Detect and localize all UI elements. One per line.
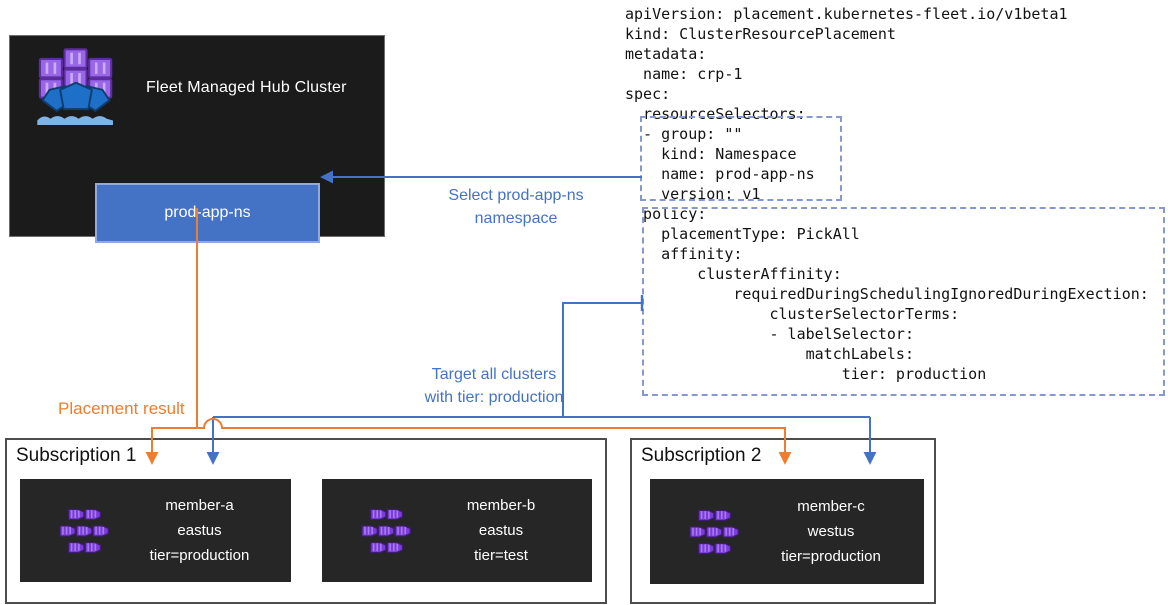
member-b-tier: tier=test — [474, 547, 528, 564]
hub-title: Fleet Managed Hub Cluster — [146, 79, 347, 96]
member-c-box: member-c westus tier=production — [650, 479, 924, 584]
member-b-text: member-b eastus tier=test — [424, 493, 592, 568]
yaml-line: - group: "" — [625, 125, 743, 143]
subscription-1-box: Subscription 1 member-a eastus tier=prod… — [5, 438, 607, 604]
member-a-text: member-a eastus tier=production — [122, 493, 291, 568]
subscription-1-title: Subscription 1 — [16, 445, 137, 466]
select-namespace-line1: Select prod-app-ns — [448, 187, 584, 204]
yaml-line: resourceSelectors: — [625, 105, 806, 123]
select-namespace-line2: namespace — [474, 210, 558, 227]
yaml-line: clusterSelectorTerms: — [625, 305, 960, 323]
placement-result-label: Placement result — [58, 399, 185, 418]
target-clusters-line2: with tier: production — [424, 389, 564, 406]
yaml-line: matchLabels: — [625, 345, 914, 363]
member-c-text: member-c westus tier=production — [752, 494, 924, 569]
subscription-2-box: Subscription 2 member-c westus tier=prod… — [630, 438, 936, 604]
member-b-box: member-b eastus tier=test — [322, 479, 592, 582]
member-a-tier: tier=production — [149, 547, 250, 564]
select-namespace-label: Select prod-app-ns namespace — [421, 184, 611, 230]
yaml-line: apiVersion: placement.kubernetes-fleet.i… — [625, 5, 1068, 23]
yaml-line: kind: ClusterResourcePlacement — [625, 25, 896, 43]
member-c-name: member-c — [797, 498, 865, 515]
fleet-hub-ship-icon — [32, 44, 120, 132]
yaml-line: placementType: PickAll — [625, 225, 860, 243]
yaml-line: metadata: — [625, 45, 707, 63]
hub-cluster-box: Fleet Managed Hub Cluster prod-app-ns — [9, 35, 385, 243]
yaml-line: affinity: — [625, 245, 743, 263]
yaml-line: name: prod-app-ns — [625, 165, 815, 183]
member-cluster-icon — [680, 496, 752, 568]
hub-header: Fleet Managed Hub Cluster — [32, 44, 347, 132]
member-cluster-icon — [50, 495, 122, 567]
yaml-line: - labelSelector: — [625, 325, 914, 343]
member-a-region: eastus — [177, 522, 222, 539]
yaml-manifest: apiVersion: placement.kubernetes-fleet.i… — [625, 4, 1149, 384]
yaml-line: tier: production — [625, 365, 987, 383]
resource-selector-dashed-box — [640, 116, 842, 201]
prod-app-ns-box: prod-app-ns — [95, 183, 320, 243]
prod-app-ns-label: prod-app-ns — [164, 204, 251, 221]
member-b-region: eastus — [478, 522, 524, 539]
subscription-2-title: Subscription 2 — [641, 445, 762, 466]
yaml-line: version: v1 — [625, 185, 761, 203]
target-clusters-line1: Target all clusters — [431, 366, 557, 383]
yaml-line: policy: — [625, 205, 707, 223]
member-a-box: member-a eastus tier=production — [20, 479, 291, 582]
yaml-line: name: crp-1 — [625, 65, 743, 83]
member-a-name: member-a — [165, 497, 234, 514]
yaml-line: requiredDuringSchedulingIgnoredDuringExe… — [625, 285, 1149, 303]
target-clusters-label: Target all clusters with tier: productio… — [399, 363, 589, 409]
policy-dashed-box — [642, 207, 1165, 396]
member-cluster-icon — [352, 495, 424, 567]
yaml-line: clusterAffinity: — [625, 265, 842, 283]
yaml-line: kind: Namespace — [625, 145, 797, 163]
member-c-region: westus — [807, 523, 855, 540]
yaml-line: spec: — [625, 85, 671, 103]
member-b-name: member-b — [466, 497, 536, 514]
member-c-tier: tier=production — [781, 548, 881, 565]
